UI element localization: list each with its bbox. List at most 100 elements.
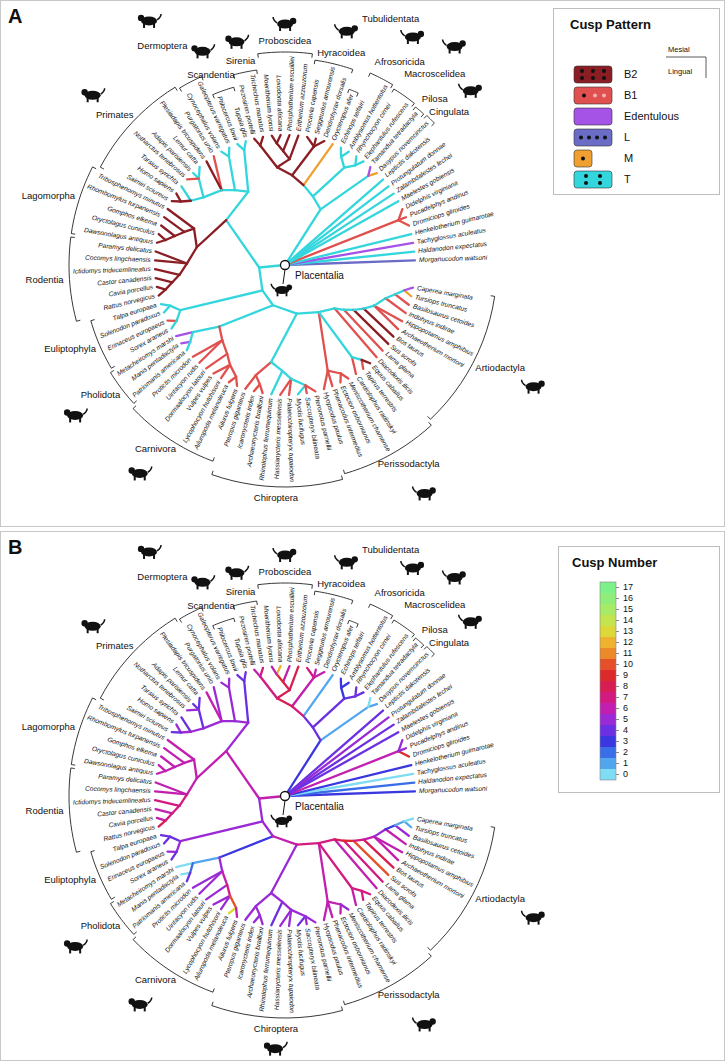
silhouette-leg — [465, 93, 467, 98]
animal-silhouette — [443, 570, 466, 584]
animal-silhouette — [191, 44, 214, 58]
tree-branch — [260, 668, 263, 677]
tree-branch — [304, 185, 313, 196]
species-label: Phosphatherium escuilliei — [286, 587, 295, 662]
tree-branch — [285, 711, 383, 796]
order-label: Afrosoricida — [375, 588, 425, 598]
legend-swatch — [574, 66, 612, 83]
tree-branch — [176, 863, 193, 867]
tree-branch — [235, 908, 238, 917]
tree-branch — [364, 837, 374, 840]
tree-branch — [285, 732, 398, 796]
silhouette-head — [191, 576, 197, 582]
tree-branch — [157, 287, 166, 290]
tree-branch — [285, 194, 394, 265]
tree-branch — [260, 137, 263, 146]
legend-text: 6 — [623, 704, 628, 713]
animal-silhouette — [129, 466, 152, 480]
legend-text: 8 — [623, 682, 628, 691]
color-ramp-step — [600, 626, 616, 637]
tree-branch — [298, 385, 305, 394]
tree-branch — [292, 175, 303, 185]
silhouette-head — [64, 940, 70, 946]
silhouette-head — [429, 487, 435, 493]
tree-branch — [283, 666, 289, 682]
order-label: Perissodactyla — [378, 990, 440, 1000]
tree-branch — [352, 357, 362, 360]
order-label: Carnivora — [135, 444, 176, 454]
animal-silhouette — [522, 911, 545, 925]
silhouette-leg — [419, 495, 421, 500]
tree-branch — [328, 371, 333, 386]
order-label: Artiodactyla — [475, 363, 525, 373]
tree-branch — [271, 902, 282, 925]
order-label: Tubulidentata — [362, 545, 419, 555]
silhouette-leg — [144, 1006, 146, 1011]
silhouette-head — [459, 40, 465, 46]
tree-branch — [304, 675, 333, 716]
tree-branch — [344, 841, 383, 882]
silhouette-leg — [465, 624, 467, 629]
species-label: Palaeochiropteryx tupaiodon — [286, 930, 295, 1014]
clade-bracket — [71, 698, 96, 765]
silhouette-head — [81, 620, 87, 626]
tree-branch — [283, 135, 289, 151]
color-ramp-step — [600, 637, 616, 648]
panel-frame — [1, 1, 725, 527]
ramp-tick — [616, 653, 619, 654]
species-label: Palaeochiropteryx tupaiodon — [286, 399, 295, 483]
silhouette-leg — [231, 575, 233, 580]
silhouette-head — [290, 18, 296, 24]
silhouette-leg — [475, 624, 477, 629]
tree-branch — [354, 840, 364, 841]
silhouette-tail — [148, 997, 152, 1003]
species-label: Hassianycteris messelensis — [274, 930, 284, 1011]
tree-branch — [226, 220, 259, 267]
cusp-dot — [602, 76, 606, 80]
tree-branch — [159, 234, 166, 240]
tree-branch — [222, 340, 227, 354]
tree-branch — [203, 190, 221, 197]
clade-bracket — [369, 604, 393, 619]
tree-branch — [229, 377, 236, 382]
tree-branch — [298, 916, 305, 925]
tree-branch — [245, 906, 255, 920]
tree-branch — [197, 220, 226, 247]
silhouette-leg — [459, 579, 461, 584]
legend-text: 13 — [623, 627, 633, 636]
animal-silhouette — [335, 24, 358, 38]
tree-branch — [155, 800, 179, 806]
tree-branch — [203, 721, 221, 728]
species-label: Cocomys lingchaensis — [85, 785, 151, 794]
silhouette-leg — [279, 26, 281, 31]
tree-branch — [180, 290, 262, 310]
tree-branch — [344, 310, 383, 351]
silhouette-leg — [351, 564, 353, 569]
legend-text: 16 — [623, 594, 633, 603]
legend-text: 9 — [623, 671, 628, 680]
tree-branch — [352, 357, 356, 374]
tree-branch — [191, 197, 204, 200]
tree-branch — [262, 821, 273, 836]
order-label: Pholidota — [81, 390, 121, 400]
animal-silhouette — [413, 1017, 436, 1031]
order-label: Macroscelidea — [404, 600, 465, 610]
silhouette-leg — [341, 564, 343, 569]
tree-branch — [237, 144, 244, 150]
silhouette-leg — [134, 475, 136, 480]
silhouette-leg — [143, 554, 145, 559]
tree-branch — [344, 309, 354, 311]
tree-branch — [404, 819, 413, 822]
tree-branch — [230, 365, 236, 377]
silhouette-leg — [207, 53, 209, 58]
silhouette-leg — [231, 44, 233, 49]
species-label: Ictidomys tridecemlineatus — [73, 266, 151, 275]
tree-branch — [277, 698, 292, 706]
tree-branch — [368, 698, 370, 707]
tree-branch — [283, 682, 289, 690]
order-label: Euliptophyla — [44, 875, 96, 885]
color-ramp-step — [600, 758, 616, 769]
silhouette-leg — [87, 97, 89, 102]
tree-branch — [291, 910, 305, 916]
tree-branch — [191, 728, 204, 731]
